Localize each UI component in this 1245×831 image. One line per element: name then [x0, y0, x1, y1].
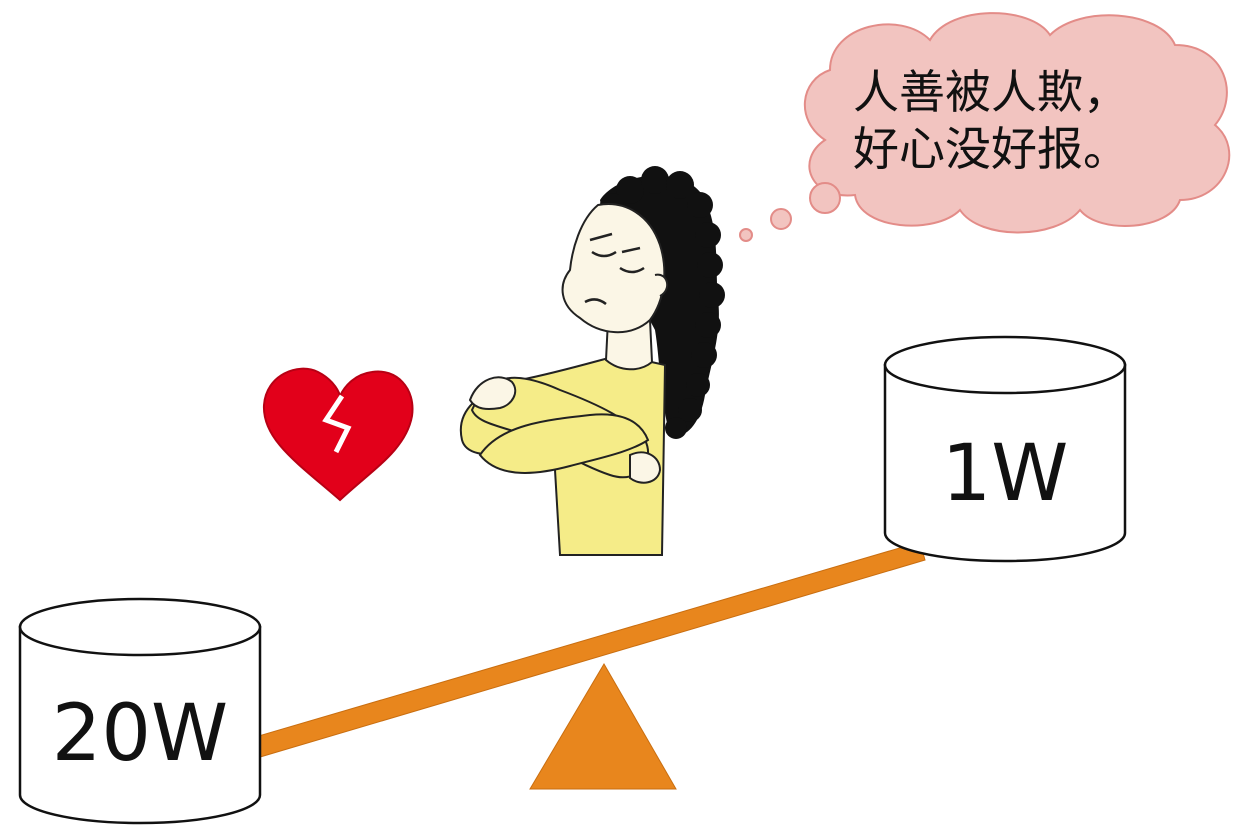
- right-weight-label: 1W: [942, 429, 1069, 519]
- thought-dot-medium: [770, 208, 792, 230]
- seesaw-fulcrum: [529, 663, 677, 790]
- seesaw: [244, 541, 926, 790]
- left-weight: 20W: [18, 597, 262, 825]
- closed-eye-icon: [591, 250, 617, 258]
- left-weight-label: 20W: [52, 689, 228, 779]
- thought-dot-large: [809, 182, 841, 214]
- thought-text-line2: 好心没好报。: [853, 122, 1129, 176]
- woman-character: [459, 166, 725, 556]
- right-weight: 1W: [883, 335, 1127, 563]
- broken-heart-icon: [262, 367, 414, 502]
- thought-dot-small: [739, 228, 753, 242]
- thought-text-line1: 人善被人欺，: [853, 65, 1129, 119]
- thought-bubble: 人善被人欺， 好心没好报。: [739, 12, 1231, 242]
